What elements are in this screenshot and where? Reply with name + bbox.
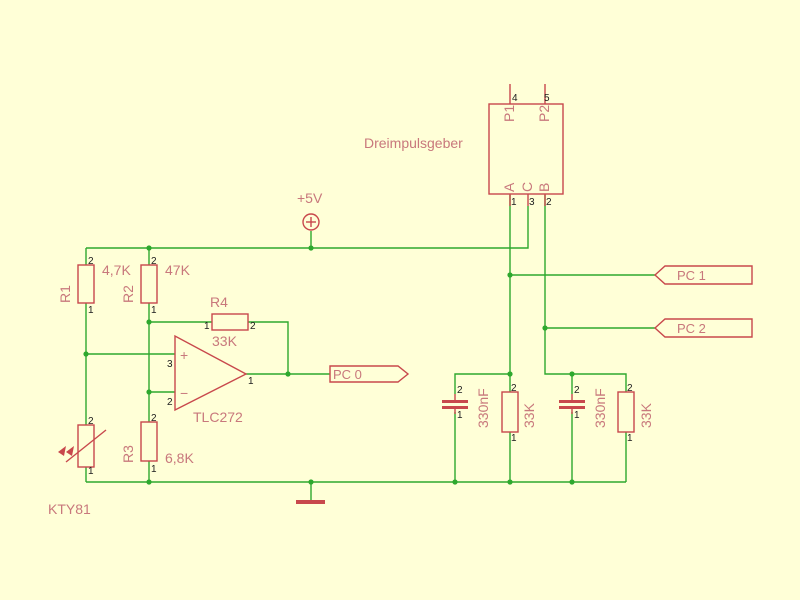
- resistor-r5: 2 1 33K: [501, 383, 537, 444]
- svg-text:2: 2: [88, 416, 94, 427]
- supply-circle-icon: [302, 213, 320, 231]
- svg-text:2: 2: [546, 197, 552, 208]
- svg-text:PC 1: PC 1: [677, 268, 706, 283]
- r3-name: R3: [120, 445, 136, 463]
- svg-text:+: +: [180, 347, 188, 363]
- svg-text:1: 1: [574, 410, 580, 421]
- sensor-arrow-icon: [66, 446, 74, 456]
- svg-text:2: 2: [250, 321, 256, 332]
- junction-dot: [285, 371, 291, 377]
- svg-text:1: 1: [627, 433, 633, 444]
- net-label-pc0: PC 0: [329, 365, 410, 383]
- svg-text:2: 2: [457, 385, 463, 396]
- enc-b-wire: [544, 195, 627, 392]
- resistor-r6: 2 1 33K: [617, 383, 654, 444]
- junction-dot: [146, 479, 152, 485]
- svg-text:1: 1: [204, 321, 210, 332]
- opamp-value: TLC272: [193, 409, 243, 425]
- junction-dot: [542, 325, 548, 331]
- svg-text:1: 1: [151, 464, 157, 475]
- resistor-r4: 1 2 R4 33K: [204, 294, 256, 349]
- svg-text:2: 2: [151, 256, 157, 267]
- svg-text:A: A: [501, 182, 517, 192]
- junction-dot: [146, 389, 152, 395]
- r4-name: R4: [210, 294, 228, 310]
- net-flag-icon: [329, 365, 410, 383]
- r2-value: 47K: [165, 262, 191, 278]
- r5-value: 33K: [521, 402, 537, 428]
- junction-dot: [507, 371, 513, 377]
- c1-top-wire: [454, 373, 510, 394]
- junction-dot: [507, 272, 513, 278]
- resistor-r1: 2 1 R1 4,7K: [57, 256, 131, 316]
- svg-text:1: 1: [88, 305, 94, 316]
- opamp-triangle-icon: [174, 334, 248, 412]
- svg-text:5: 5: [544, 93, 550, 104]
- svg-text:B: B: [536, 183, 552, 192]
- c1-value: 330nF: [475, 388, 491, 428]
- junction-dot: [146, 319, 152, 325]
- capacitor-c1: 2 1 330nF: [442, 385, 491, 428]
- r3-value: 6,8K: [165, 450, 194, 466]
- junction-dot: [569, 479, 575, 485]
- r1-name: R1: [57, 285, 73, 303]
- r2-name: R2: [120, 285, 136, 303]
- sensor-name: KTY81: [48, 501, 91, 517]
- net-label-pc2: PC 2: [653, 318, 753, 338]
- junction-dot: [146, 245, 152, 251]
- sensor-kty81: 2 1 KTY81: [48, 416, 107, 517]
- svg-text:PC 2: PC 2: [677, 321, 706, 336]
- svg-text:3: 3: [167, 359, 173, 370]
- svg-text:1: 1: [88, 466, 94, 477]
- resistor-r2: 2 1 R2 47K: [120, 256, 191, 316]
- r1-value: 4,7K: [102, 262, 131, 278]
- capacitor-c2: 2 1 330nF: [559, 385, 608, 428]
- net-flag-icon: [653, 318, 753, 338]
- svg-text:2: 2: [574, 385, 580, 396]
- junction-dot: [83, 351, 89, 357]
- supply-label: +5V: [297, 190, 323, 206]
- junctions: [83, 245, 575, 485]
- svg-text:2: 2: [511, 383, 517, 394]
- svg-text:2: 2: [151, 413, 157, 424]
- svg-text:1: 1: [151, 305, 157, 316]
- resistor-r3: 2 1 R3 6,8K: [120, 413, 194, 475]
- svg-text:1: 1: [511, 197, 517, 208]
- junction-dot: [452, 479, 458, 485]
- opamp-tlc272: + − 3 2 1 TLC272: [167, 334, 254, 425]
- junction-dot: [569, 371, 575, 377]
- svg-text:3: 3: [529, 197, 535, 208]
- c2-value: 330nF: [592, 388, 608, 428]
- svg-text:1: 1: [248, 376, 254, 387]
- ground-icon: [296, 500, 325, 504]
- svg-text:−: −: [180, 385, 188, 401]
- encoder-body: [488, 103, 564, 195]
- svg-text:1: 1: [511, 433, 517, 444]
- svg-text:PC 0: PC 0: [333, 367, 362, 382]
- svg-text:4: 4: [512, 93, 518, 104]
- r6-value: 33K: [638, 402, 654, 428]
- svg-text:2: 2: [88, 256, 94, 267]
- junction-dot: [308, 245, 314, 251]
- net-label-pc1: PC 1: [653, 265, 753, 285]
- junction-dot: [507, 479, 513, 485]
- svg-text:P1: P1: [501, 105, 517, 122]
- svg-text:2: 2: [167, 397, 173, 408]
- ground-symbol: [296, 500, 325, 504]
- net-flag-icon: [653, 265, 753, 285]
- sensor-arrow-icon: [58, 446, 66, 456]
- encoder-dreimpulsgeber: 4 5 1 3 2 P1 P2 A C B Dreimpulsgeber: [364, 84, 564, 208]
- r4-value: 33K: [212, 333, 238, 349]
- junction-dot: [308, 479, 314, 485]
- supply-rail: [86, 206, 529, 249]
- svg-text:2: 2: [627, 383, 633, 394]
- supply-symbol: +5V: [297, 190, 323, 231]
- svg-text:C: C: [519, 182, 535, 192]
- svg-text:P2: P2: [536, 105, 552, 122]
- r4-right-wire: [248, 321, 289, 374]
- svg-text:1: 1: [457, 410, 463, 421]
- encoder-name: Dreimpulsgeber: [364, 135, 463, 151]
